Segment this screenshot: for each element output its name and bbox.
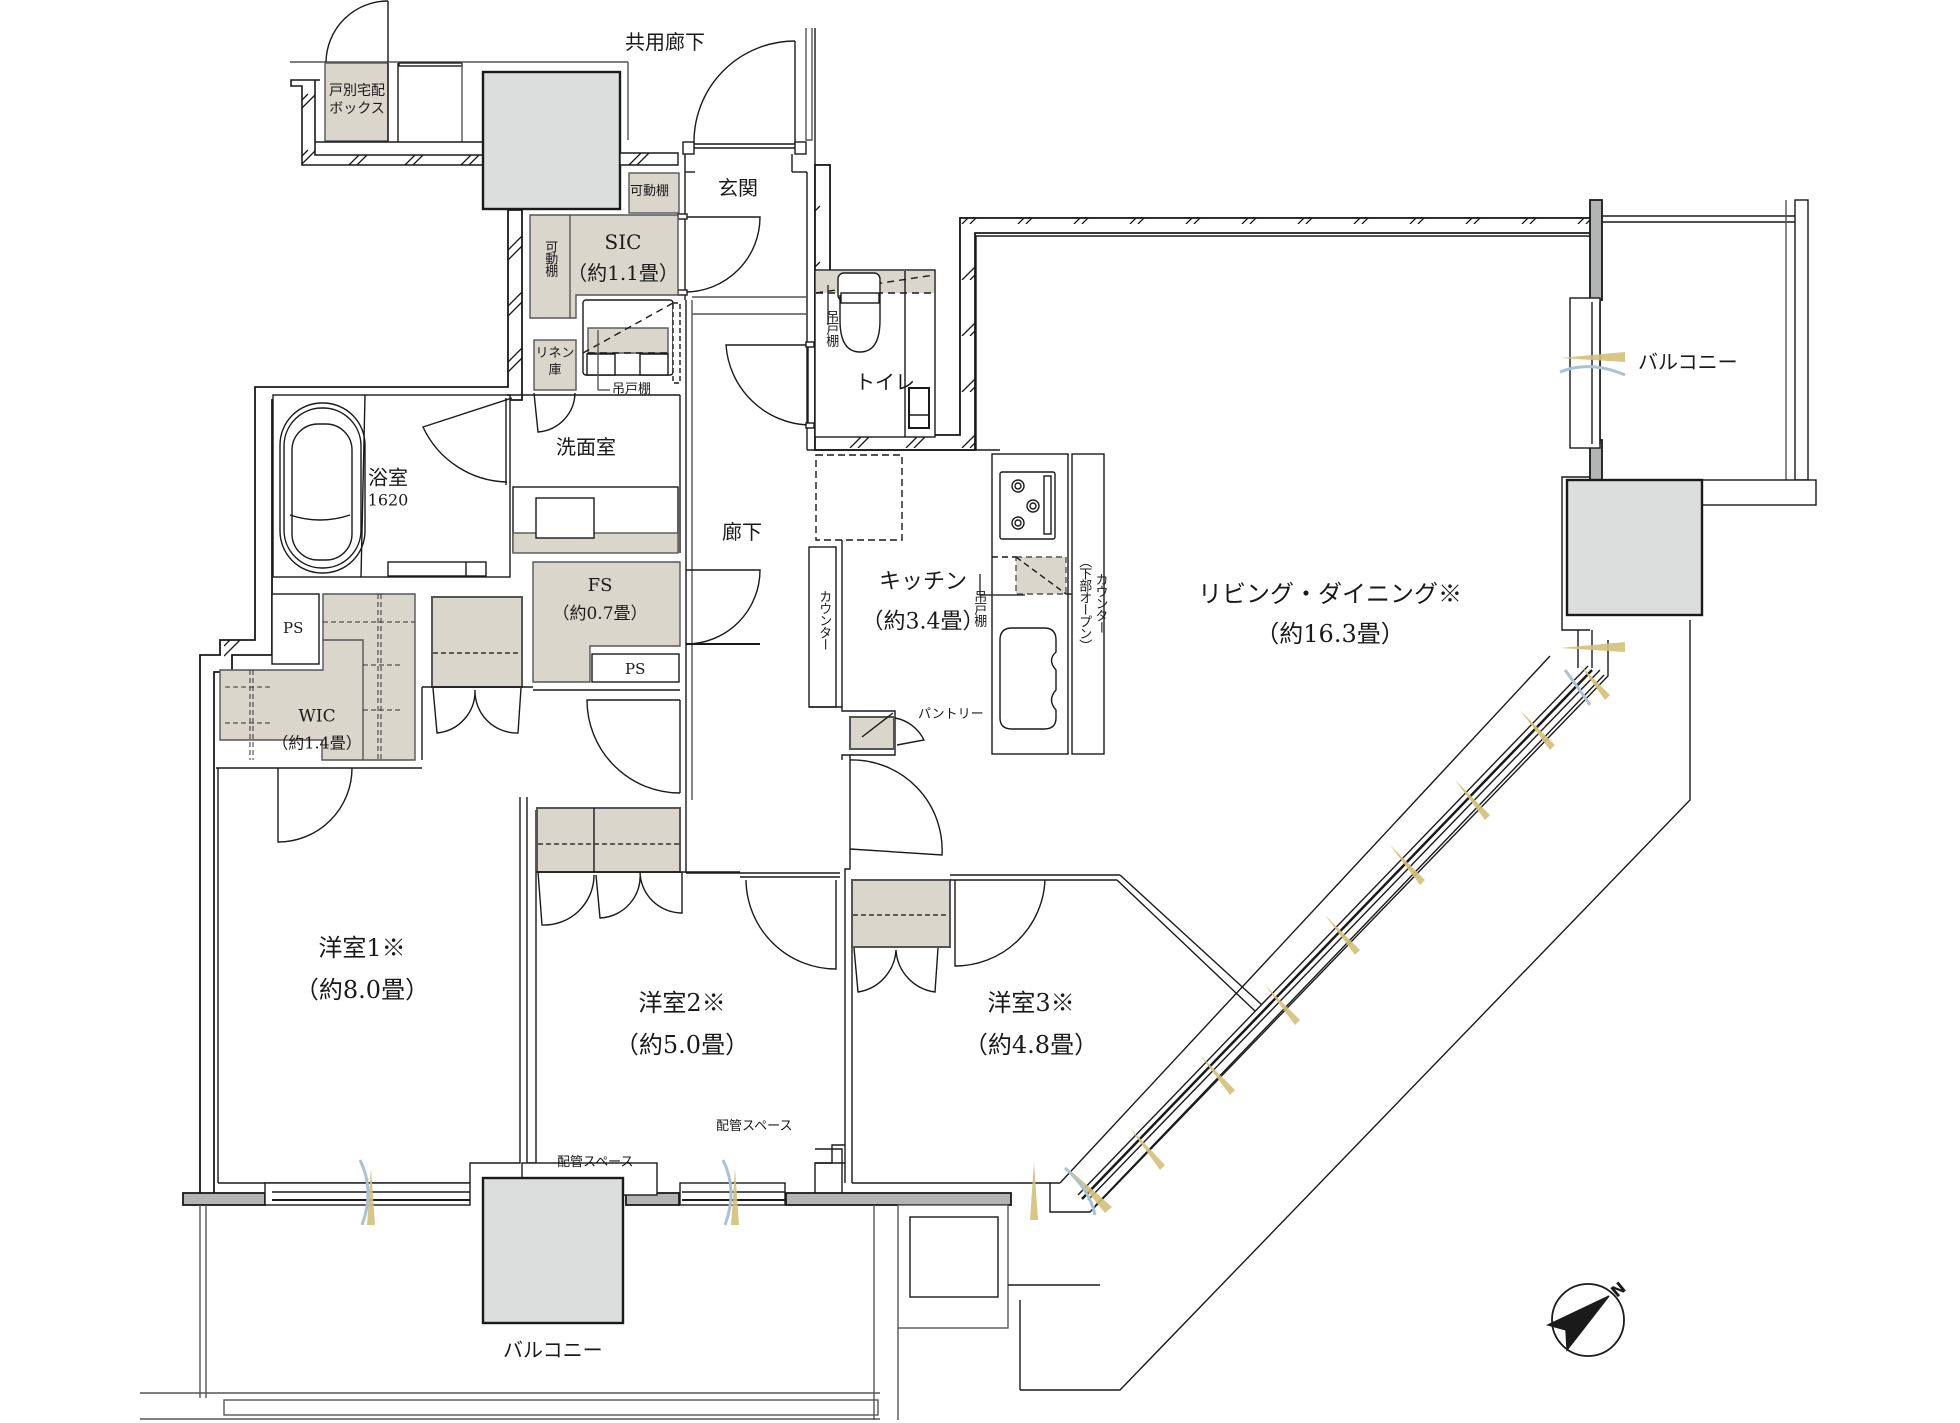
living-area: （約16.3畳） <box>1255 620 1405 648</box>
south-balcony <box>140 1204 1100 1420</box>
pantry-label: パントリー <box>918 707 984 722</box>
fs-storage <box>532 561 761 794</box>
wic-label: WIC （約1.4畳） <box>272 706 361 753</box>
ventilation-markers <box>358 365 1626 1226</box>
toilet-label: トイレ <box>855 370 915 394</box>
toilet-room <box>725 269 936 438</box>
kitchen-area: （約3.4畳） <box>861 609 985 634</box>
piping-space-label-b: 配管スペース <box>716 1119 793 1134</box>
linen-label: リネン 庫 <box>535 346 575 378</box>
bathroom <box>272 394 513 578</box>
structural-column <box>1565 478 1704 617</box>
piping-space-label-a: 配管スペース <box>557 1155 634 1170</box>
linen-storage <box>533 339 577 391</box>
room-3-name: 洋室3※ <box>987 989 1075 1017</box>
sic-area: （約1.1畳） <box>567 261 679 285</box>
toilet-hanging-cupboard-label: 吊戸棚 <box>823 310 839 346</box>
east-balcony-label: バルコニー <box>1638 350 1738 374</box>
room-1-label: 洋室1※ （約8.0畳） <box>295 933 429 1005</box>
room-2-label: 洋室2※ （約5.0畳） <box>615 988 749 1060</box>
common-corridor-label: 共用廊下 <box>625 30 705 54</box>
kitchen <box>807 449 1105 760</box>
wash-hanging-cupboard-label: 吊戸棚 <box>612 382 652 397</box>
east-balcony <box>1569 199 1817 506</box>
movable-shelf-side-label: 可動棚 <box>542 240 558 276</box>
bath-size: 1620 <box>367 490 409 510</box>
kitchen-name: キッチン <box>878 569 967 595</box>
room-3-label: 洋室3※ （約4.8畳） <box>964 988 1098 1060</box>
sic-label: SIC （約1.1畳） <box>567 230 679 286</box>
room-1-name: 洋室1※ <box>318 934 406 962</box>
room-2-name: 洋室2※ <box>638 989 726 1017</box>
structural-column <box>481 70 622 211</box>
sic-name: SIC <box>604 230 642 254</box>
counter-right-label: カウンター （下部オープン） <box>1076 555 1108 651</box>
movable-shelf-top-label: 可動棚 <box>630 184 670 199</box>
entrance-label: 玄関 <box>718 176 758 200</box>
wic-storage <box>216 593 533 843</box>
wic-area: （約1.4畳） <box>272 733 362 753</box>
structural-column <box>481 1176 625 1325</box>
bath-name: 浴室 <box>368 465 408 490</box>
room-2 <box>526 797 853 1183</box>
kitchen-label: キッチン （約3.4畳） <box>862 569 985 636</box>
fs-area: （約0.7畳） <box>552 603 648 624</box>
room-1-area: （約8.0畳） <box>294 976 430 1004</box>
room-2-area: （約5.0畳） <box>614 1031 750 1059</box>
living-name: リビング・ダイニング※ <box>1198 580 1462 608</box>
ps-left-label: PS <box>283 619 304 637</box>
room-3-area: （約4.8畳） <box>963 1031 1099 1059</box>
north-compass-icon <box>1546 1283 1625 1357</box>
living-dining-label: リビング・ダイニング※ （約16.3畳） <box>1198 579 1462 649</box>
room-3 <box>851 874 1263 1184</box>
entrance-door <box>682 40 807 155</box>
fs-label: FS （約0.7畳） <box>552 575 647 625</box>
washroom <box>507 394 681 554</box>
ps-right-label: PS <box>625 660 646 678</box>
pantry-shelf <box>849 716 895 750</box>
corridor-label: 廊下 <box>722 520 762 544</box>
light-ray-markers <box>367 352 1625 1225</box>
kitchen-hanging-cupboard-label: 吊戸棚 <box>971 590 987 626</box>
washer-area <box>582 299 681 391</box>
washroom-label: 洗面室 <box>556 435 616 459</box>
wic-name: WIC <box>298 706 336 727</box>
delivery-box-label: 戸別宅配 ボックス <box>329 83 385 118</box>
sic-storage <box>529 172 680 319</box>
fs-name: FS <box>587 575 613 597</box>
bath-label: 浴室 1620 <box>368 466 409 511</box>
counter-left-label: カウンター <box>816 590 832 650</box>
south-balcony-label: バルコニー <box>503 1338 603 1362</box>
